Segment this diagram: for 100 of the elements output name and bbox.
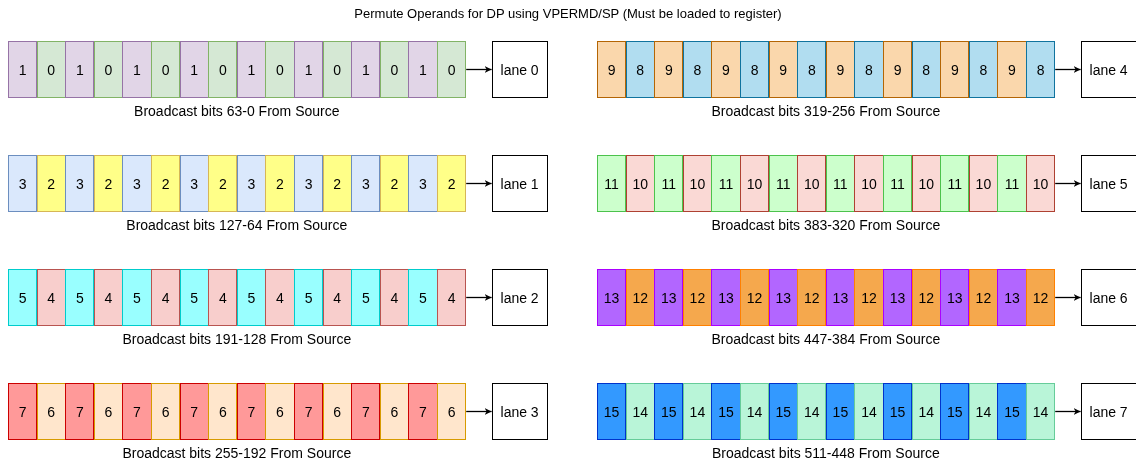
value-cell: 5 [408, 269, 438, 326]
row-caption: Broadcast bits 191-128 From Source [122, 331, 352, 347]
arrow [465, 180, 493, 187]
value-cell: 0 [379, 41, 409, 98]
value-cell: 12 [797, 269, 827, 326]
value-cell: 5 [294, 269, 324, 326]
arrow [1054, 66, 1082, 73]
value-cell: 9 [597, 41, 627, 98]
value-cell: 15 [654, 383, 684, 440]
value-cell: 8 [625, 41, 655, 98]
value-cell: 6 [151, 383, 181, 440]
value-cell: 4 [36, 269, 66, 326]
row-caption: Broadcast bits 127-64 From Source [126, 217, 348, 233]
value-cell: 0 [208, 41, 238, 98]
arrow [465, 294, 493, 301]
value-cell: 4 [208, 269, 238, 326]
value-cell: 12 [854, 269, 884, 326]
value-cell: 5 [236, 269, 266, 326]
value-cell: 7 [8, 383, 38, 440]
value-cell: 6 [208, 383, 238, 440]
lane-box: lane 7 [1080, 383, 1136, 440]
value-cell: 4 [265, 269, 295, 326]
value-cell: 13 [883, 269, 913, 326]
value-cell: 7 [351, 383, 381, 440]
row-caption: Broadcast bits 447-384 From Source [711, 331, 941, 347]
value-cell: 6 [437, 383, 467, 440]
value-cell: 11 [940, 155, 970, 212]
diagram-title: Permute Operands for DP using VPERMD/SP (Must be loaded to register) [354, 6, 782, 21]
value-cell: 1 [65, 41, 95, 98]
value-cell: 0 [93, 41, 123, 98]
value-cell: 15 [825, 383, 855, 440]
value-cell: 10 [854, 155, 884, 212]
value-cell: 13 [768, 269, 798, 326]
value-cell: 13 [711, 269, 741, 326]
value-cell: 14 [1026, 383, 1056, 440]
row-caption: Broadcast bits 511-448 From Source [711, 445, 940, 461]
value-cell: 2 [379, 155, 409, 212]
value-cell: 3 [122, 155, 152, 212]
value-cell: 5 [351, 269, 381, 326]
value-cell: 1 [179, 41, 209, 98]
value-cell: 12 [682, 269, 712, 326]
value-cell: 5 [8, 269, 38, 326]
value-cell: 15 [597, 383, 627, 440]
value-cell: 15 [940, 383, 970, 440]
row-caption: Broadcast bits 319-256 From Source [711, 103, 941, 119]
value-cell: 1 [294, 41, 324, 98]
value-cell: 2 [93, 155, 123, 212]
value-cell: 14 [797, 383, 827, 440]
value-cell: 4 [93, 269, 123, 326]
value-cell: 9 [997, 41, 1027, 98]
value-cell: 0 [322, 41, 352, 98]
value-cell: 10 [968, 155, 998, 212]
value-cell: 4 [379, 269, 409, 326]
value-cell: 1 [122, 41, 152, 98]
value-cell: 7 [65, 383, 95, 440]
value-cell: 0 [265, 41, 295, 98]
value-cell: 2 [437, 155, 467, 212]
value-cell: 2 [151, 155, 181, 212]
value-cell: 9 [883, 41, 913, 98]
value-cell: 12 [625, 269, 655, 326]
value-cell: 10 [682, 155, 712, 212]
lane-box: lane 0 [491, 41, 548, 98]
value-cell: 8 [682, 41, 712, 98]
value-cell: 7 [408, 383, 438, 440]
value-cell: 13 [997, 269, 1027, 326]
value-cell: 10 [911, 155, 941, 212]
value-cell: 15 [883, 383, 913, 440]
value-cell: 4 [322, 269, 352, 326]
value-cell: 15 [768, 383, 798, 440]
value-cell: 14 [854, 383, 884, 440]
lane-box: lane 1 [491, 155, 548, 212]
lane-box: lane 6 [1080, 269, 1136, 326]
value-cell: 6 [36, 383, 66, 440]
value-cell: 8 [740, 41, 770, 98]
value-cell: 15 [997, 383, 1027, 440]
value-cell: 11 [825, 155, 855, 212]
value-cell: 7 [179, 383, 209, 440]
value-cell: 5 [122, 269, 152, 326]
value-cell: 0 [437, 41, 467, 98]
value-cell: 3 [294, 155, 324, 212]
value-cell: 12 [968, 269, 998, 326]
value-cell: 2 [208, 155, 238, 212]
lane-box: lane 4 [1080, 41, 1136, 98]
row-caption: Broadcast bits 255-192 From Source [122, 445, 352, 461]
value-cell: 15 [711, 383, 741, 440]
value-cell: 3 [179, 155, 209, 212]
value-cell: 6 [322, 383, 352, 440]
lane-box: lane 2 [491, 269, 548, 326]
value-cell: 12 [1026, 269, 1056, 326]
value-cell: 10 [625, 155, 655, 212]
value-cell: 0 [36, 41, 66, 98]
value-cell: 11 [997, 155, 1027, 212]
value-cell: 9 [654, 41, 684, 98]
value-cell: 8 [854, 41, 884, 98]
value-cell: 11 [597, 155, 627, 212]
value-cell: 8 [968, 41, 998, 98]
arrow [465, 66, 493, 73]
row-caption: Broadcast bits 63-0 From Source [134, 103, 340, 119]
lane-box: lane 5 [1080, 155, 1136, 212]
value-cell: 13 [825, 269, 855, 326]
